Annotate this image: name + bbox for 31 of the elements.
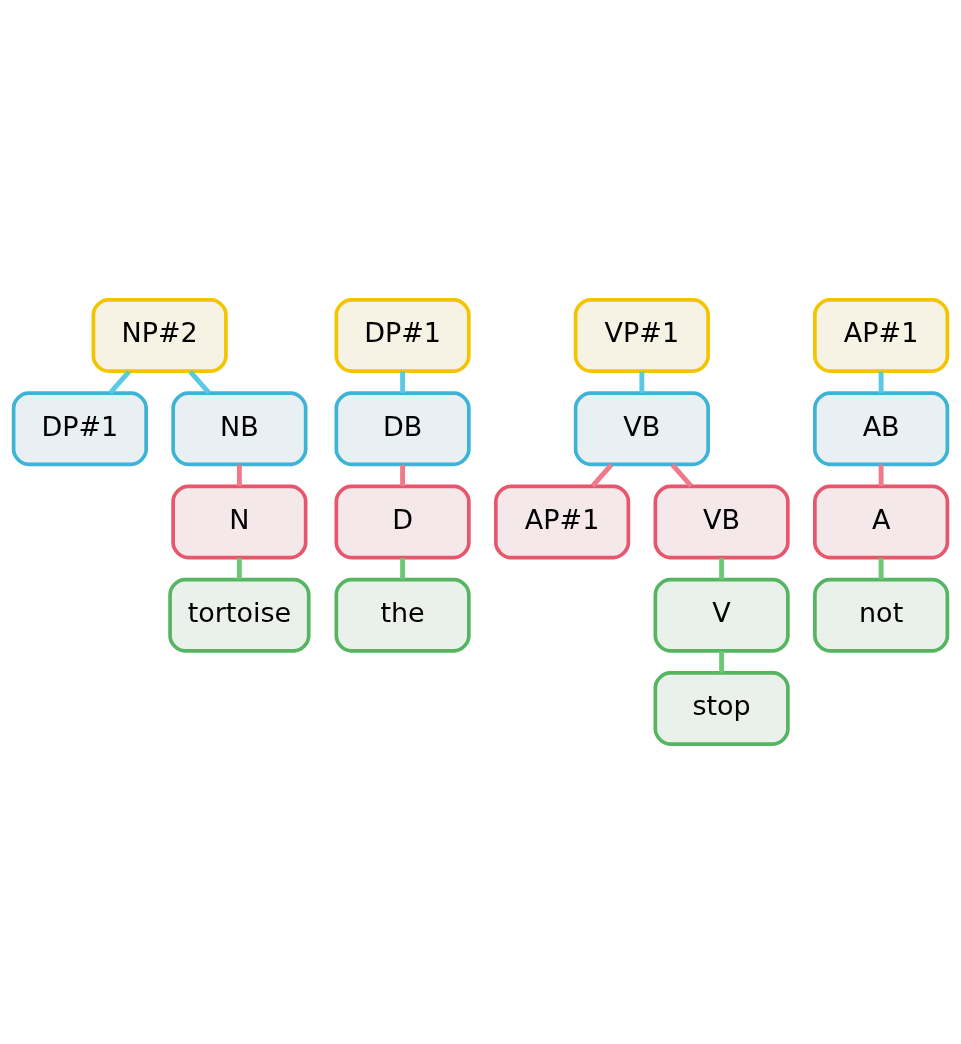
node-box: not: [813, 577, 950, 653]
node-box: AB: [813, 391, 950, 467]
node-box: VP#1: [573, 298, 710, 373]
node-box: NP#2: [91, 298, 228, 373]
node-box: stop: [653, 671, 790, 746]
connector: [719, 558, 725, 580]
connector: [108, 369, 131, 395]
connector: [236, 464, 242, 487]
node-box: DP#1: [334, 298, 471, 373]
connector: [639, 371, 645, 393]
connector: [878, 464, 884, 487]
node-box: V: [653, 577, 790, 653]
connector: [236, 558, 242, 580]
node-box: VB: [573, 391, 710, 467]
node-box: A: [813, 484, 950, 560]
node-box: DP#1: [11, 391, 148, 467]
node-box: tortoise: [168, 577, 311, 653]
connector: [719, 651, 725, 673]
connector: [400, 371, 406, 393]
node-box: AP#1: [813, 298, 950, 373]
node-box: N: [171, 484, 308, 560]
node-box: D: [334, 484, 471, 560]
connector: [400, 558, 406, 580]
node-box: VB: [653, 484, 790, 560]
connector: [400, 464, 406, 487]
node-box: NB: [171, 391, 308, 467]
connector: [878, 558, 884, 580]
node-box: the: [334, 577, 471, 653]
node-box: AP#1: [494, 484, 631, 560]
node-box: DB: [334, 391, 471, 467]
connector: [878, 371, 884, 393]
